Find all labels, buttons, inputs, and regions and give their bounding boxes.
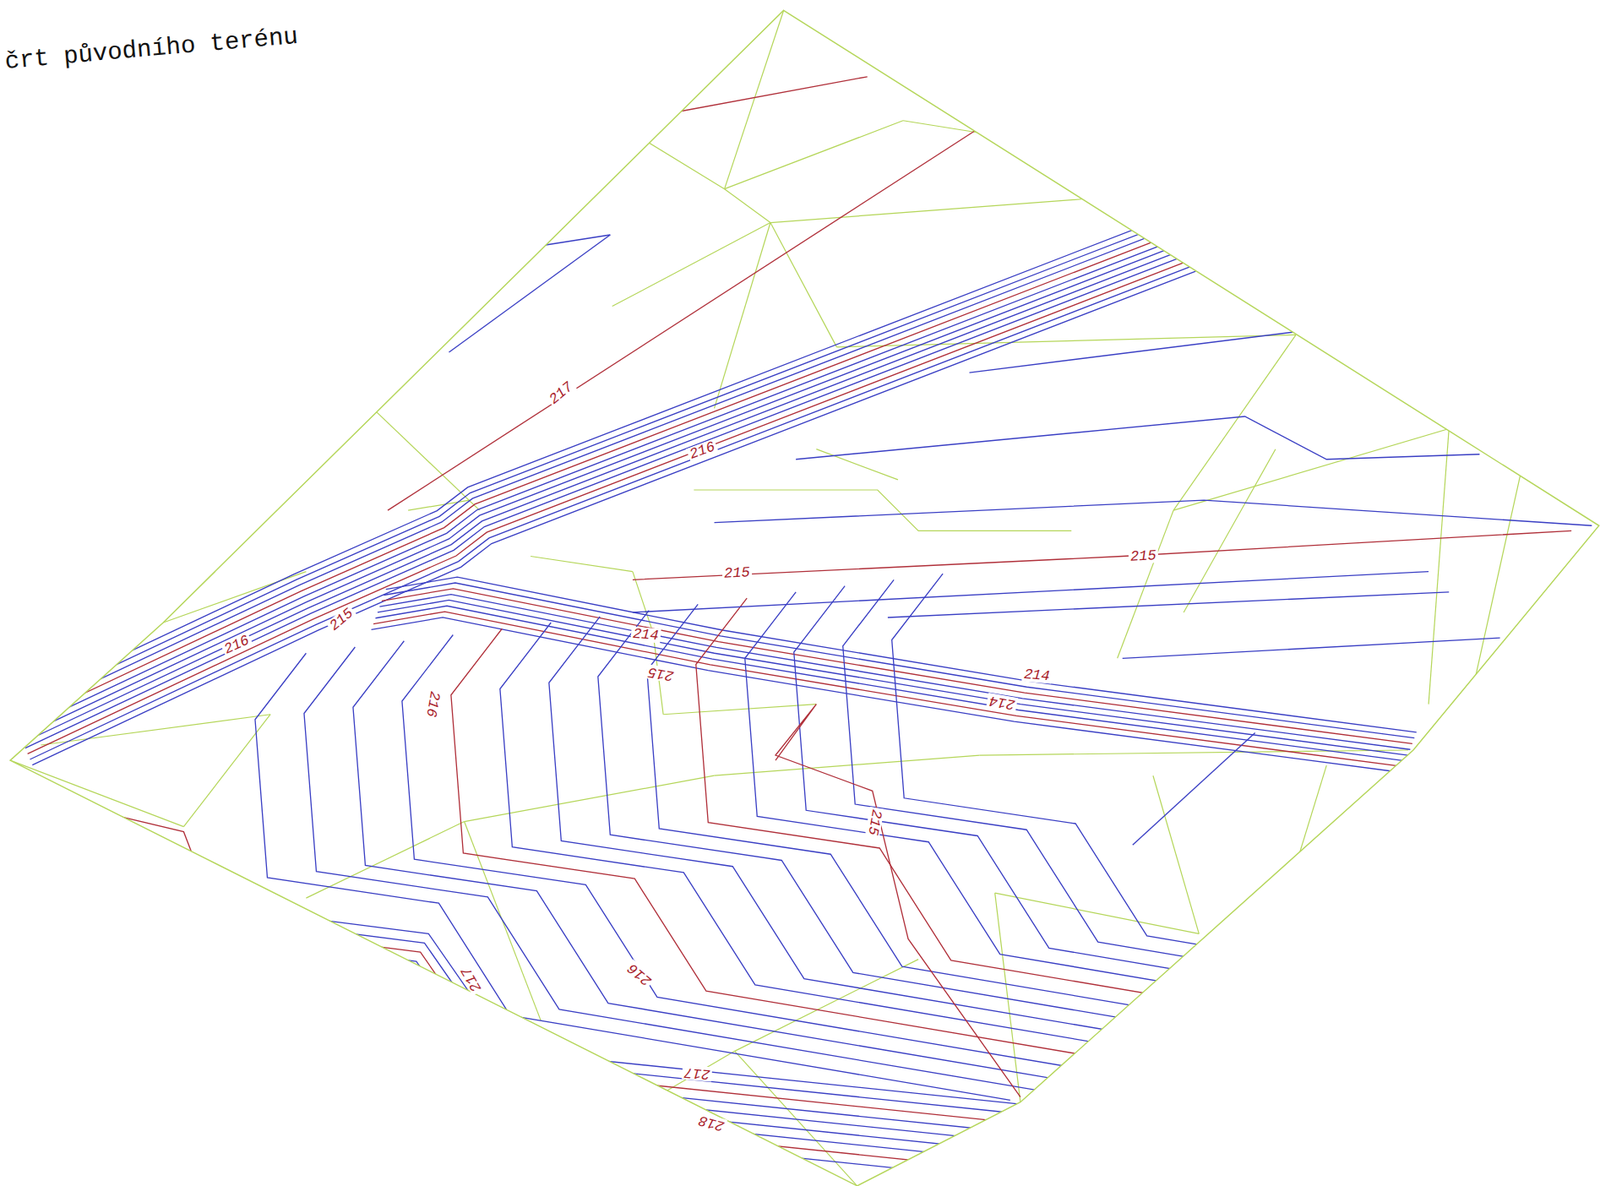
contour-line <box>76 805 210 898</box>
tin-edge <box>163 571 306 623</box>
tin-edge <box>836 334 1296 347</box>
contour-elevation: 215 <box>645 663 677 684</box>
contour-line <box>228 946 1005 1142</box>
contour-elevation: 216 <box>220 631 254 658</box>
tin-mesh <box>10 10 1521 1186</box>
contour-line <box>371 617 1403 773</box>
contour-line <box>632 571 1429 613</box>
tin-edge <box>464 775 715 822</box>
contour-line <box>387 127 980 511</box>
tin-edge <box>724 120 904 190</box>
contour-line <box>353 641 1109 1089</box>
tin-edge <box>632 132 725 189</box>
contour-line <box>304 647 1060 1094</box>
tin-edge <box>40 714 271 746</box>
contour-elevation: 215 <box>326 604 358 635</box>
tin-edge <box>1173 429 1449 512</box>
tin-edge <box>530 556 633 572</box>
contour-line <box>500 622 1256 1070</box>
contour-lines <box>8 76 1600 1178</box>
contour-line <box>232 937 1008 1132</box>
tin-edge <box>995 892 1200 934</box>
contour-elevation: 215 <box>721 565 752 582</box>
contour-line <box>212 984 988 1179</box>
contour-line <box>714 500 1593 526</box>
contour-elevation: 215 <box>865 806 885 839</box>
contour-elevation: 218 <box>695 1112 728 1134</box>
contour-line <box>451 628 1207 1076</box>
contour-line <box>663 76 868 115</box>
tin-edge <box>734 959 919 1052</box>
contour-line <box>32 271 1196 766</box>
contour-elevation: 216 <box>624 959 656 990</box>
tin-edge <box>1183 449 1276 613</box>
contour-line <box>1122 637 1501 659</box>
tin-edge <box>724 189 771 224</box>
contour-line <box>598 610 1354 1058</box>
contour-line <box>887 592 1449 618</box>
contour-line <box>448 234 610 353</box>
contour-elevation: 216 <box>685 439 719 463</box>
contour-line <box>843 579 1599 1027</box>
contour-line <box>696 598 1452 1045</box>
contour-line <box>216 974 992 1170</box>
contour-line <box>632 530 1572 580</box>
site-boundary <box>10 10 1600 1186</box>
tin-edge <box>1428 429 1449 705</box>
contour-elevation: 214 <box>631 625 662 643</box>
contour-line <box>549 616 1305 1064</box>
contour-line <box>647 604 1403 1051</box>
contour-line <box>224 956 1001 1151</box>
contour-line <box>236 928 1013 1123</box>
map-title: črt původního terénu <box>4 23 300 77</box>
contour-line <box>794 586 1550 1034</box>
contour-line <box>892 573 1600 1021</box>
contour-elevation: 214 <box>1021 667 1052 685</box>
tin-edge <box>693 489 1072 531</box>
contour-elevation: 216 <box>423 688 443 720</box>
contour-line <box>1132 732 1256 845</box>
contour-line <box>745 592 1501 1040</box>
contour-line <box>969 331 1297 373</box>
contour-line <box>220 965 996 1160</box>
tin-edge <box>724 10 784 189</box>
contour-line <box>775 704 1021 1098</box>
tin-edge <box>1469 474 1520 705</box>
tin-edge <box>10 760 184 828</box>
contour-elevation: 217 <box>681 1065 713 1083</box>
tin-edge <box>770 199 1082 224</box>
contour-elevation: 215 <box>1127 548 1158 565</box>
contour-elevation: 217 <box>545 377 577 408</box>
contour-elevation: 214 <box>986 692 1018 713</box>
tin-edge <box>367 402 480 511</box>
contour-elevation: 217 <box>457 963 485 996</box>
tin-edge <box>1117 510 1174 659</box>
contour-line <box>255 653 1011 1100</box>
tin-edge <box>183 714 271 828</box>
tin-edge <box>612 223 771 307</box>
contour-line <box>525 234 610 249</box>
contour-line <box>244 910 1021 1105</box>
tin-edge <box>1285 765 1327 898</box>
contour-line <box>795 416 1480 460</box>
tin-edge <box>1173 334 1296 511</box>
contour-line <box>240 919 1017 1115</box>
tin-edge <box>1153 775 1199 934</box>
tin-edge <box>663 704 817 715</box>
